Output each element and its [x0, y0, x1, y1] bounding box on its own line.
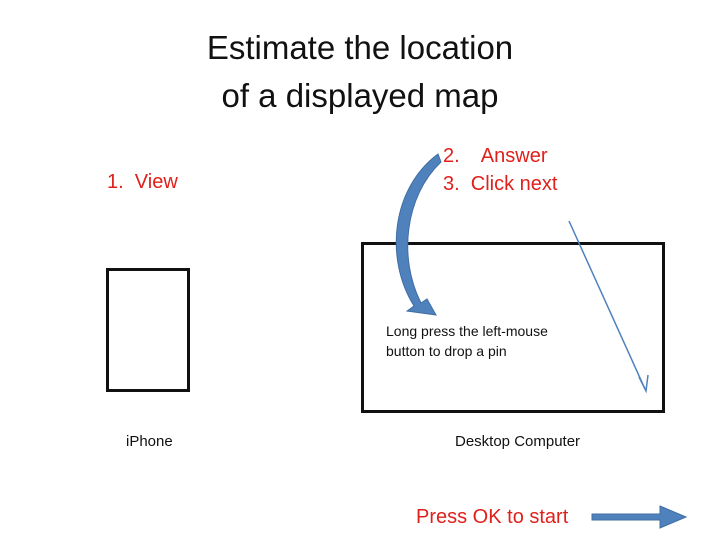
slide-title-line-2: of a displayed map — [221, 77, 499, 114]
drop-pin-instruction-line-2: button to drop a pin — [386, 343, 507, 359]
step-view: 1. View — [107, 171, 178, 193]
desktop-screen-outline — [361, 242, 665, 413]
curved-arrow-to-map-icon — [395, 153, 442, 316]
start-arrow-icon — [591, 505, 688, 529]
iphone-outline — [106, 268, 190, 392]
diagonal-arrow-head-icon — [638, 374, 649, 394]
diagonal-arrow-line-icon — [568, 220, 646, 390]
iphone-label: iPhone — [126, 433, 173, 450]
step-answer: 2. Answer — [443, 145, 548, 167]
slide-title-line-1: Estimate the location — [206, 29, 514, 66]
drop-pin-instruction-line-1: Long press the left-mouse — [386, 323, 548, 339]
desktop-computer-label: Desktop Computer — [455, 433, 581, 450]
step-click-next: 3. Click next — [443, 173, 558, 195]
press-ok-to-start-text: Press OK to start — [416, 506, 569, 528]
